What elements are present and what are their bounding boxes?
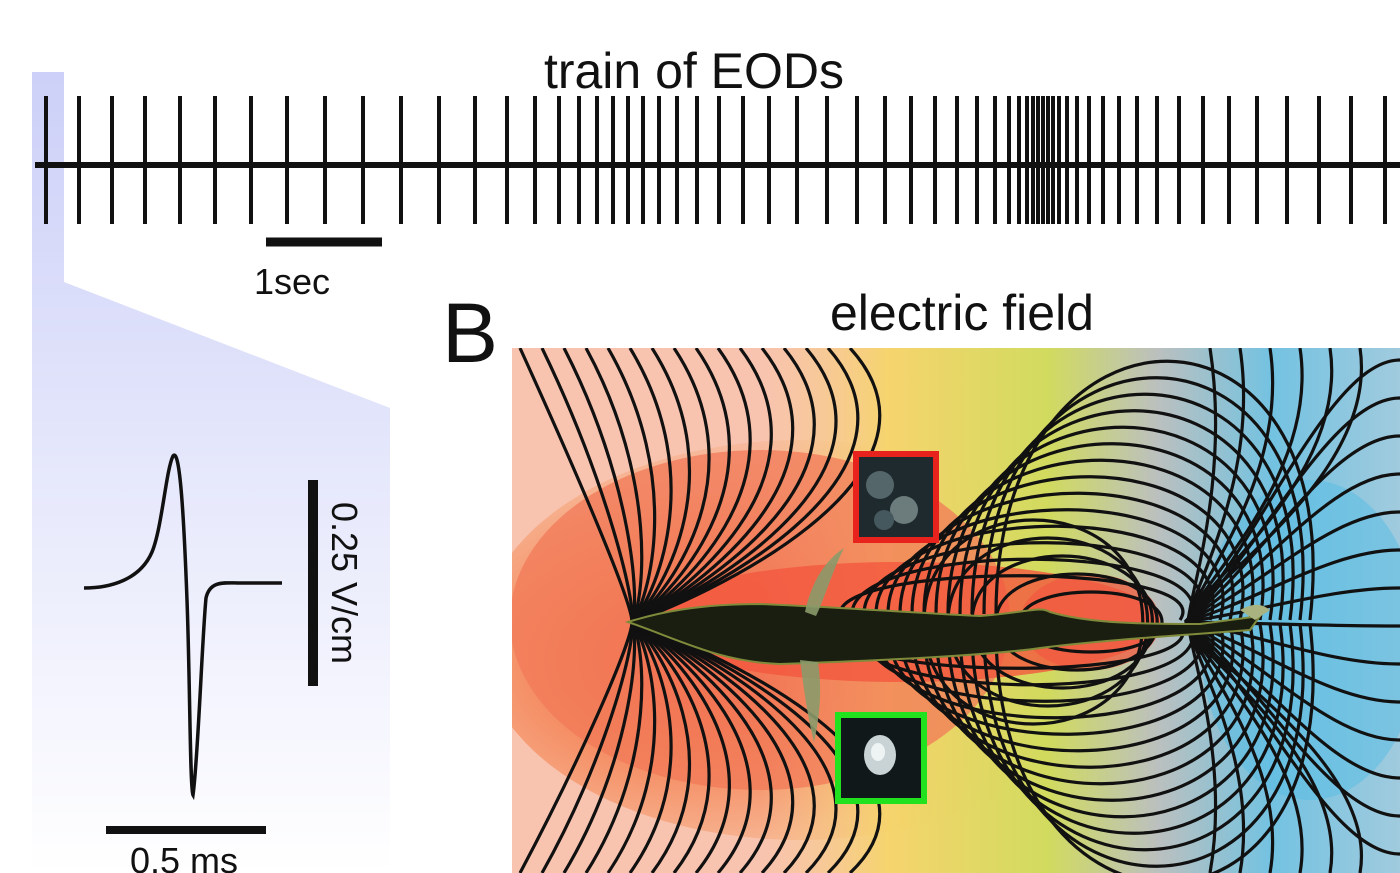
field-line xyxy=(631,348,711,624)
field-line xyxy=(898,623,1235,753)
field-line xyxy=(1184,548,1400,624)
eod-highlight-region xyxy=(32,72,390,873)
field-line xyxy=(628,620,673,873)
field-line xyxy=(562,621,637,873)
field-line xyxy=(606,621,657,873)
train-title: train of EODs xyxy=(544,43,844,99)
field-line xyxy=(631,348,882,624)
field-line xyxy=(1184,586,1400,624)
field-line xyxy=(631,620,711,873)
field-line xyxy=(1184,620,1400,742)
field-line xyxy=(970,392,1295,621)
field-line xyxy=(518,348,634,623)
field-line xyxy=(898,491,1235,621)
field-line xyxy=(1184,620,1400,818)
eod-time-scale-label: 0.5 ms xyxy=(130,840,238,873)
field-line xyxy=(1184,472,1400,624)
panel-letter-b: B xyxy=(442,286,498,380)
field-line xyxy=(606,348,657,623)
red-frame-object xyxy=(853,451,939,543)
green-frame-object xyxy=(835,712,927,804)
field-line xyxy=(631,620,731,873)
field-line xyxy=(584,621,644,873)
field-line xyxy=(982,623,1305,868)
field-line xyxy=(630,620,692,873)
field-title: electric field xyxy=(830,285,1094,341)
eod-amplitude-scale-label: 0.25 V/cm xyxy=(324,502,365,664)
field-line xyxy=(1186,621,1364,873)
field-line xyxy=(631,348,731,624)
field-line xyxy=(518,621,634,873)
eod-waveform xyxy=(83,453,282,801)
fish-silhouette xyxy=(624,548,1270,742)
electric-field-map xyxy=(512,348,1400,873)
field-line xyxy=(982,376,1305,621)
train-time-scale-label: 1sec xyxy=(254,261,330,302)
field-line xyxy=(1184,620,1400,780)
field-line xyxy=(934,623,1265,802)
field-line xyxy=(584,348,644,623)
field-line xyxy=(994,359,1315,621)
field-line xyxy=(934,442,1265,621)
field-line xyxy=(1184,510,1400,624)
field-line xyxy=(562,348,637,623)
field-line xyxy=(630,348,692,624)
eod-train-trace xyxy=(35,96,1400,224)
field-line xyxy=(540,348,634,623)
field-line xyxy=(628,348,673,624)
field-line xyxy=(540,621,634,873)
field-line xyxy=(1186,348,1364,623)
